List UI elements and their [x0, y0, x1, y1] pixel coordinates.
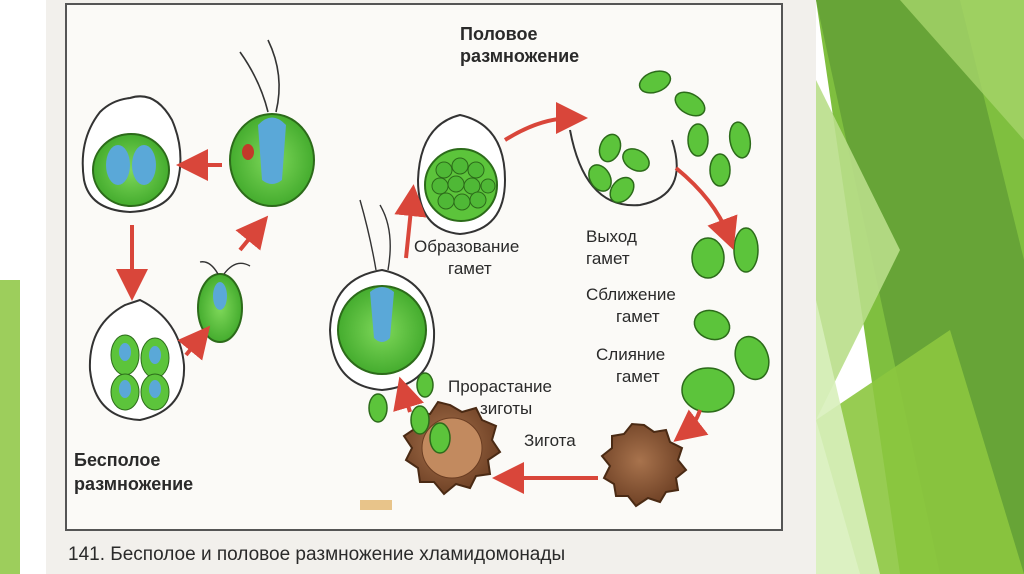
paper-mark: [360, 500, 392, 510]
free-gametes: [638, 70, 770, 413]
label-gamete-fusion-1: Слияние: [596, 345, 665, 364]
gamete-forming-cell: [416, 113, 507, 236]
label-gamete-approach-1: Сближение: [586, 285, 676, 304]
label-gamete-fusion-2: гамет: [616, 367, 660, 386]
title-asexual-line1: Бесполое: [74, 450, 160, 470]
gamete-release: [569, 129, 678, 207]
title-sexual-line2: размножение: [460, 46, 579, 66]
sexual-arrows: [393, 102, 738, 494]
free-zoospore: [197, 261, 251, 343]
label-zygote-germination-1: Прорастание: [448, 377, 552, 396]
figure-caption: 141. Бесполое и половое размножение хлам…: [68, 544, 565, 565]
label-zygote: Зигота: [524, 431, 576, 450]
zoospores-in-capsule: [88, 298, 186, 422]
parent-cell-sexual: [328, 199, 436, 392]
title-sexual-line1: Половое: [460, 24, 538, 44]
label-gamete-release-2: гамет: [586, 249, 630, 268]
title-asexual-line2: размножение: [74, 474, 193, 494]
asexual-arrows: [116, 149, 269, 361]
label-zygote-germination-2: зиготы: [480, 399, 532, 418]
decorative-panel: [816, 0, 1024, 574]
label-gamete-formation-2: гамет: [448, 259, 492, 278]
mother-cell-dividing: [81, 95, 182, 214]
label-gamete-release-1: Выход: [586, 227, 637, 246]
zygote-right: [600, 422, 688, 508]
label-gamete-approach-2: гамет: [616, 307, 660, 326]
chlamydomonas-cell: [229, 39, 315, 207]
left-accent: [0, 280, 20, 574]
zygote-germinating: [368, 372, 502, 496]
label-gamete-formation-1: Образование: [414, 237, 519, 256]
